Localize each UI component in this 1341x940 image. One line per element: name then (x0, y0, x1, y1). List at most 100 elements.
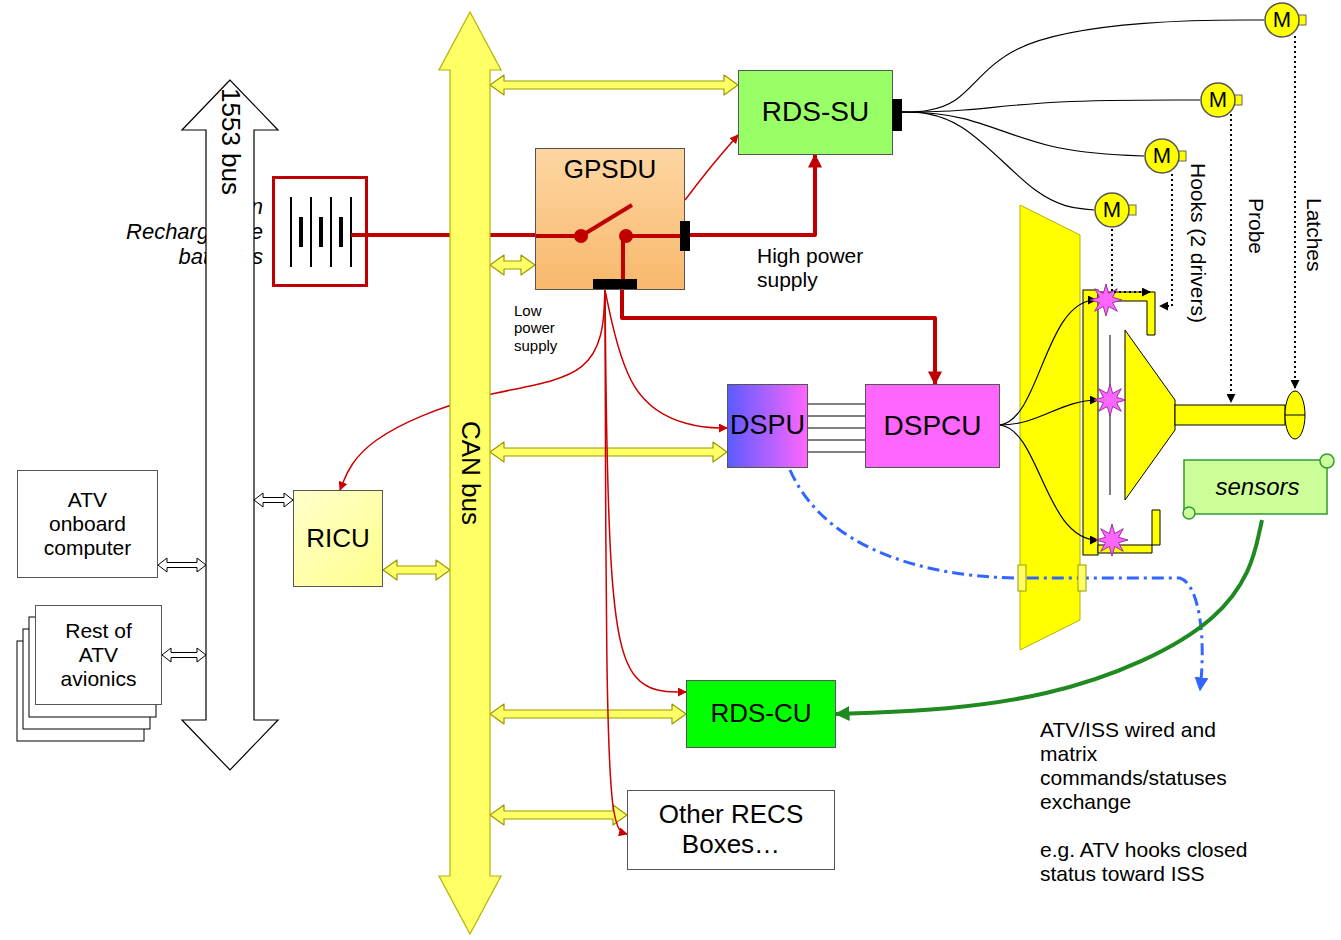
connector (808, 404, 865, 452)
node-label: Rest of ATV avionics (56, 619, 142, 691)
node-label: RICU (306, 524, 370, 554)
battery-cell (339, 217, 343, 247)
interface-link (790, 470, 1202, 690)
pyro-wires (1000, 300, 1098, 540)
connector (605, 290, 627, 834)
connector (836, 520, 1262, 714)
connector (893, 112, 1144, 156)
other-boxes: Other RECS Boxes… (627, 790, 835, 870)
power-distribution-unit: GPSDU (535, 148, 685, 290)
processing-unit: DSPU (727, 384, 808, 468)
scroll-shape (1183, 454, 1334, 519)
bus-link (490, 704, 686, 724)
sensor-block: sensors (1180, 452, 1335, 520)
drive-links (1294, 36, 1296, 388)
pyro-control-unit: DSPCU (865, 384, 1000, 468)
bus-link (162, 648, 206, 662)
connector (685, 155, 815, 235)
interface-unit: RICU (293, 490, 383, 587)
node-label: CAN bus (455, 421, 485, 525)
bus-arrow (439, 12, 501, 934)
node-label: sensors (1215, 473, 1299, 501)
battery-pack: Non Rechargeable batteries (272, 176, 368, 287)
avionics-box: Rest of ATV avionics (35, 605, 162, 705)
interface-link (1018, 565, 1026, 591)
docking-mechanism (1083, 290, 1098, 555)
pyro-charges (1090, 284, 1128, 556)
annotation: Low power supply (514, 302, 576, 354)
node-label: M (1103, 199, 1121, 221)
battery-cell (299, 217, 303, 247)
connector (605, 290, 686, 692)
data-bus: 1553 bus (206, 80, 254, 770)
annotation: Probe (1244, 198, 1268, 254)
bus-link (490, 805, 627, 825)
bus-link (254, 493, 293, 507)
docking-mechanism (1020, 205, 1305, 650)
node-label: RDS-CU (710, 699, 811, 729)
connector (893, 100, 1200, 112)
node-label: M (1273, 9, 1291, 31)
switch-symbol (680, 221, 690, 251)
switch-symbol (621, 236, 625, 285)
node-label: M (1209, 89, 1227, 111)
connector (622, 290, 935, 384)
battery-cell (330, 197, 332, 267)
drive-links (1160, 174, 1172, 306)
node-label: ATV onboard computer (36, 488, 140, 560)
node-label: M (1153, 145, 1171, 167)
control-unit: RDS-CU (686, 680, 836, 748)
node-label: RDS-SU (762, 96, 869, 128)
interface-link (1078, 565, 1086, 591)
motor-symbol: M (1264, 2, 1300, 38)
node-label: DSPU (730, 410, 805, 441)
bus-link (490, 75, 738, 95)
node-label: 1553 bus (215, 88, 245, 195)
interface-link (790, 470, 1202, 690)
docking-mechanism (1285, 415, 1305, 416)
battery-cell (319, 217, 323, 247)
battery-lead (351, 233, 368, 237)
node-label: GPSDU (564, 155, 656, 185)
docking-mechanism (1285, 391, 1305, 439)
switch-symbol (593, 279, 637, 289)
motor-symbol: M (1094, 192, 1130, 228)
node-label: DSPCU (883, 410, 981, 442)
bus-link (490, 255, 535, 275)
connector (605, 290, 727, 428)
battery-cell (310, 197, 312, 267)
motor-circle (1201, 83, 1235, 117)
battery-cell (350, 197, 352, 267)
annotation: ATV/ISS wired and matrix commands/status… (1040, 718, 1245, 815)
annotation: Hooks (2 drivers) (1186, 163, 1210, 323)
scroll-shape (1183, 507, 1195, 519)
switch-symbol (619, 229, 633, 243)
connector (893, 112, 1094, 210)
annotation: High power supply (757, 244, 907, 292)
annotation: Latches (1302, 198, 1326, 272)
battery-cell (290, 197, 292, 267)
bus-arrow (182, 80, 278, 770)
motor-circle (1095, 193, 1129, 227)
docking-mechanism (1175, 405, 1285, 425)
pyro-star (1094, 384, 1126, 416)
battery-pack-outline (275, 179, 365, 284)
switch-symbol (536, 205, 690, 289)
scroll-shape (1320, 454, 1334, 468)
switch-symbol (626, 234, 686, 238)
bus-link (383, 560, 450, 580)
pyro-wires (1000, 300, 1096, 425)
motor-symbol: M (1200, 82, 1236, 118)
pyro-star (1090, 284, 1122, 316)
docking-mechanism (1125, 330, 1175, 500)
control-unit: RDS-SU (738, 70, 893, 155)
connector (685, 135, 738, 200)
can-bus: CAN bus (450, 14, 490, 932)
bus-link (490, 442, 727, 462)
pyro-wires (1000, 425, 1098, 540)
switch-symbol (574, 229, 588, 243)
annotation: e.g. ATV hooks closed status toward ISS (1040, 838, 1285, 886)
